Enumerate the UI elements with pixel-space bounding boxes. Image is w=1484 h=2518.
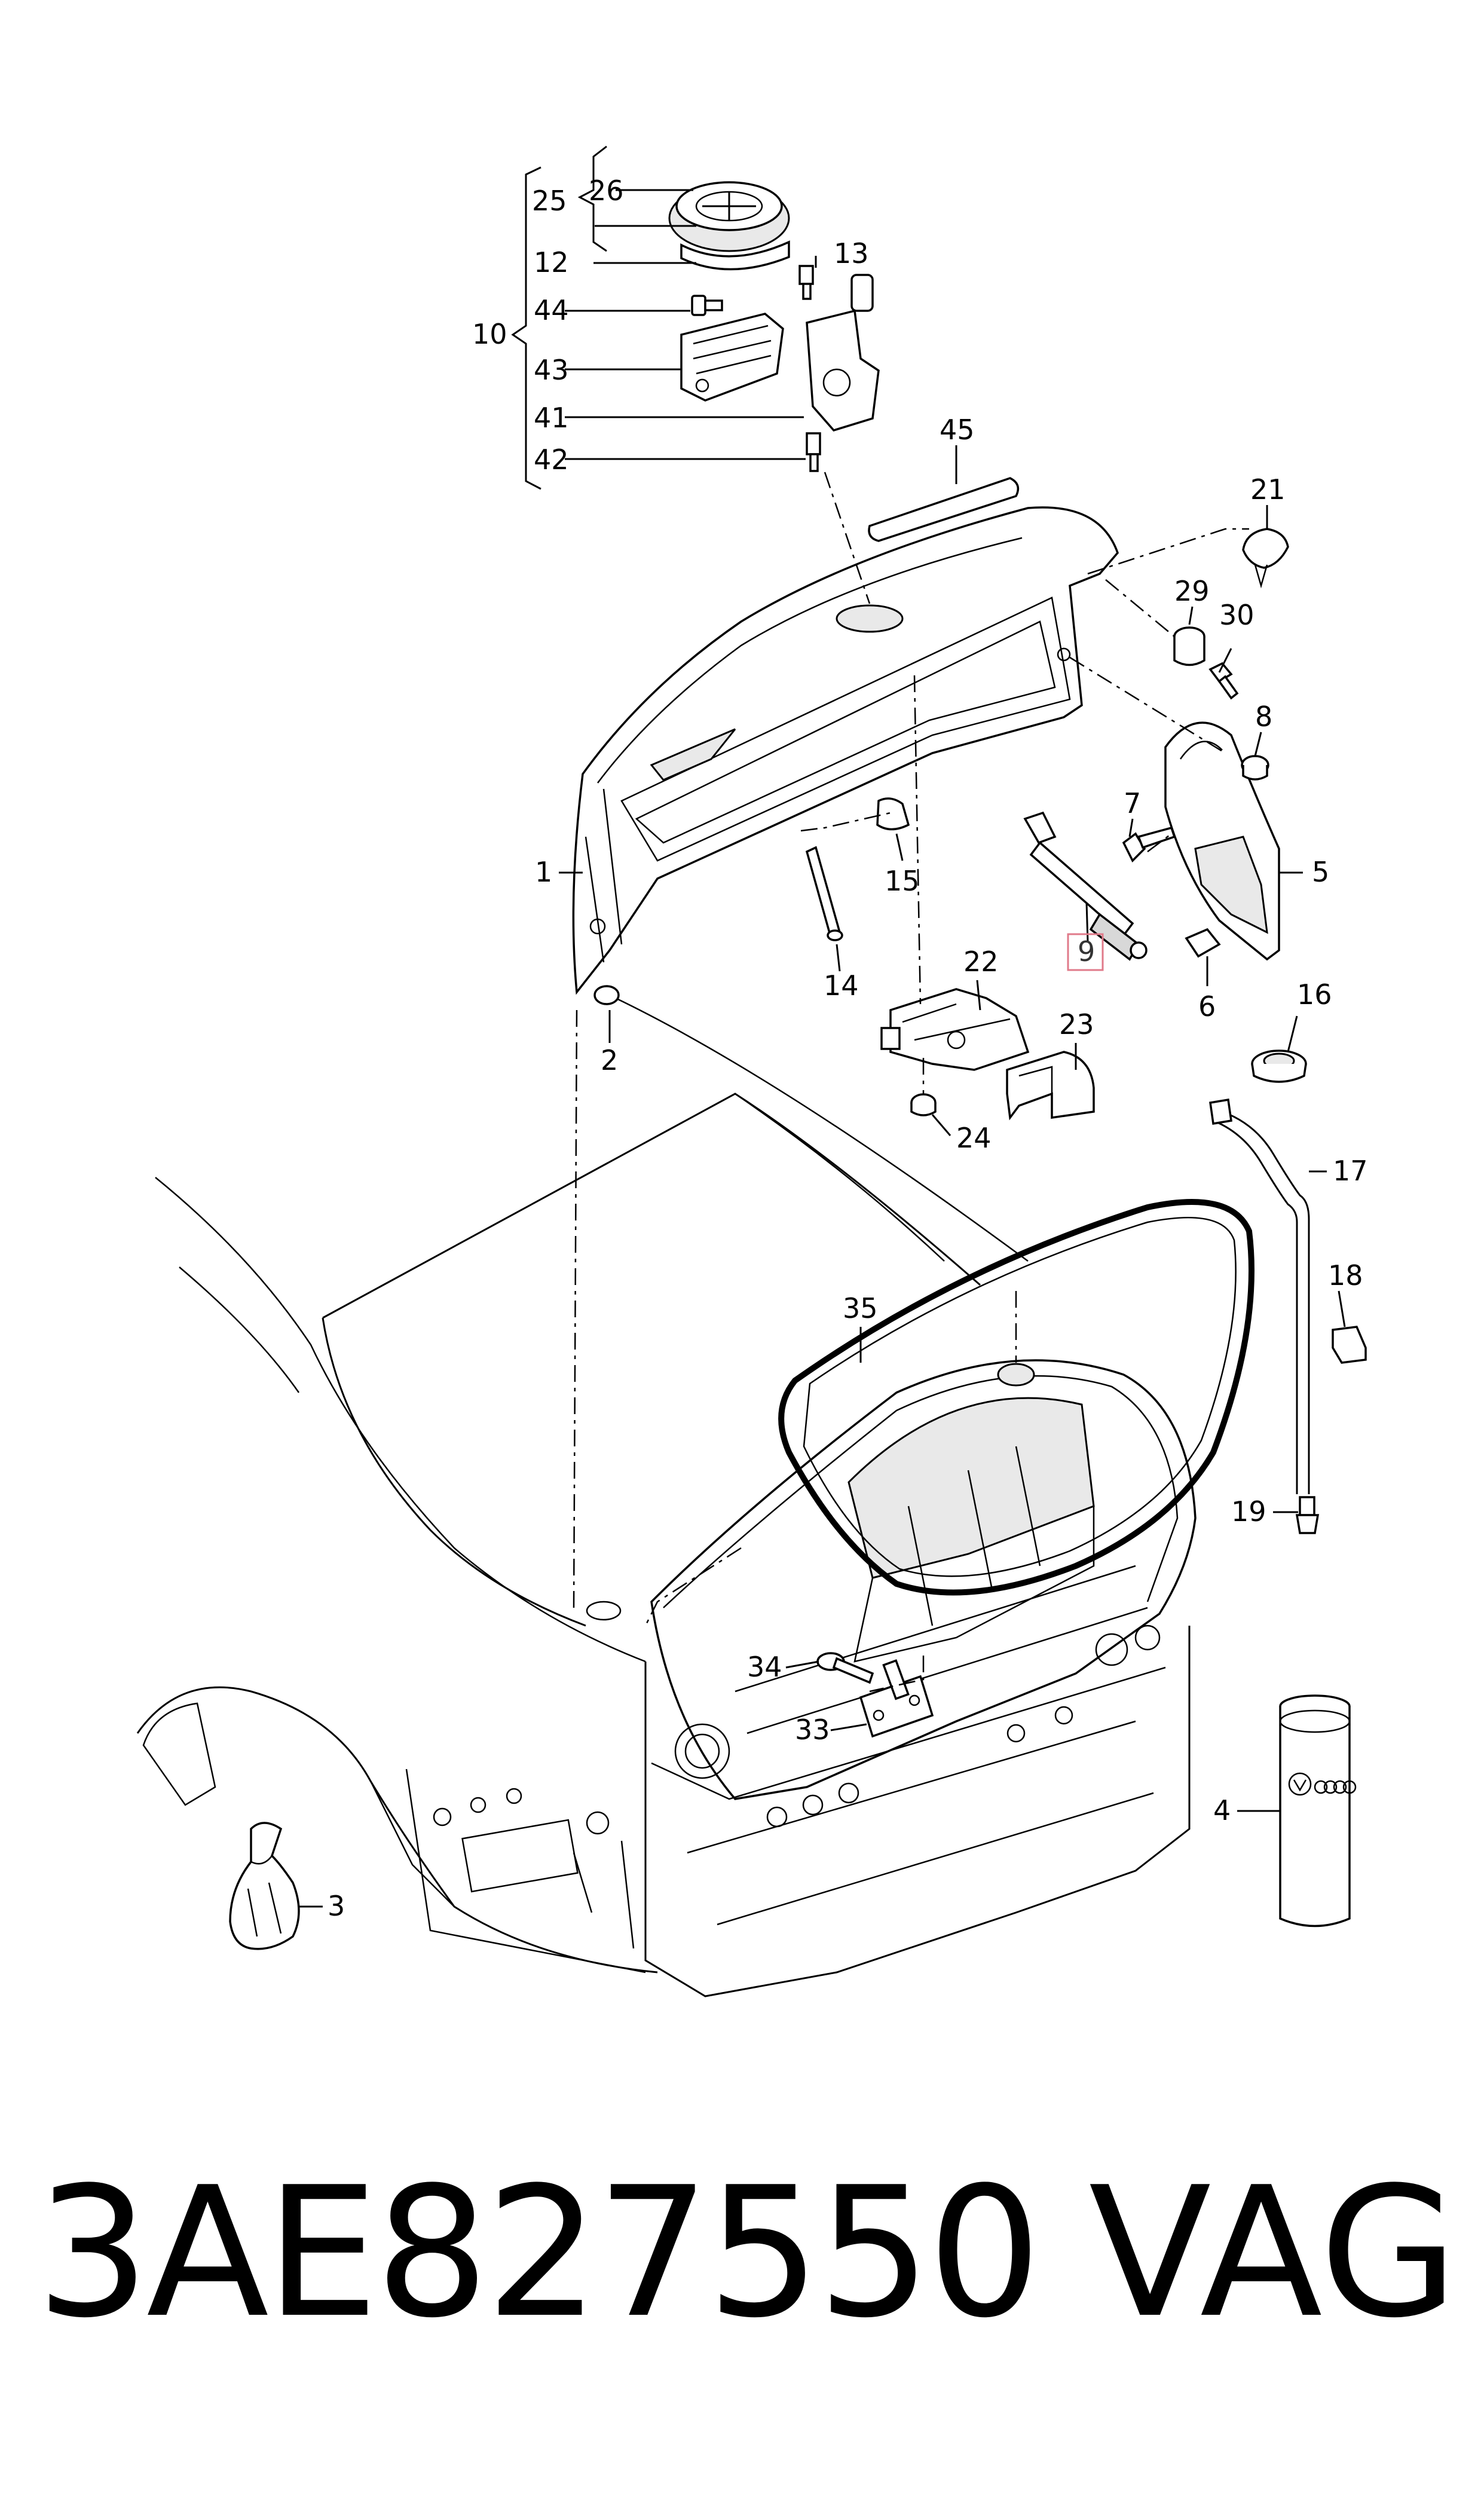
callout-33[interactable]: 33 bbox=[795, 1714, 830, 1746]
cap-21 bbox=[1242, 528, 1289, 589]
callout-14[interactable]: 14 bbox=[824, 969, 859, 1002]
part-number-text: 3AE827550 bbox=[36, 2149, 1042, 2357]
brand-text: VAG bbox=[1088, 2149, 1458, 2357]
car-body-shell bbox=[136, 997, 1197, 1997]
callout-26[interactable]: 26 bbox=[589, 175, 624, 207]
callout-10[interactable]: 10 bbox=[472, 318, 507, 350]
callout-43[interactable]: 43 bbox=[534, 354, 569, 386]
callout-9-highlight bbox=[1067, 933, 1104, 971]
plug-19 bbox=[1295, 1496, 1320, 1534]
callout-22[interactable]: 22 bbox=[963, 946, 999, 978]
callout-41[interactable]: 41 bbox=[534, 402, 569, 434]
callout-8[interactable]: 8 bbox=[1255, 700, 1272, 733]
spray-can-4 bbox=[1279, 1694, 1357, 1927]
callout-44[interactable]: 44 bbox=[534, 294, 569, 326]
callout-16[interactable]: 16 bbox=[1297, 978, 1332, 1011]
callout-13[interactable]: 13 bbox=[834, 237, 869, 270]
callout-29[interactable]: 29 bbox=[1174, 575, 1210, 607]
callout-9[interactable]: 9 bbox=[1078, 935, 1095, 968]
nut-8 bbox=[1241, 755, 1269, 781]
lock-actuator-43 bbox=[680, 313, 784, 402]
callout-30[interactable]: 30 bbox=[1219, 599, 1254, 631]
bushing-29 bbox=[1173, 626, 1205, 666]
bolt-7 bbox=[1122, 826, 1176, 862]
cover-23 bbox=[1006, 1051, 1095, 1121]
callout-18[interactable]: 18 bbox=[1328, 1259, 1363, 1292]
lock-cylinder-41 bbox=[806, 274, 880, 432]
latch-22 bbox=[880, 988, 1030, 1071]
emblem-handle-assembly bbox=[668, 181, 790, 271]
buffer-15 bbox=[876, 797, 910, 831]
pin-14 bbox=[805, 846, 843, 941]
callout-17[interactable]: 17 bbox=[1333, 1155, 1368, 1187]
callout-labels: 26 25 12 13 44 10 43 41 42 45 21 29 30 8… bbox=[328, 175, 1368, 1922]
trunk-lid-1 bbox=[572, 506, 1119, 995]
grommet-2 bbox=[593, 985, 620, 1005]
spoiler-45 bbox=[868, 477, 1020, 542]
callout-25[interactable]: 25 bbox=[532, 185, 567, 217]
screw-44 bbox=[691, 295, 723, 316]
weatherstrip-seal-35 bbox=[778, 1199, 1254, 1596]
stopper-6 bbox=[1185, 928, 1221, 958]
callout-1[interactable]: 1 bbox=[535, 856, 552, 888]
grommet-16 bbox=[1251, 1050, 1307, 1083]
callout-12[interactable]: 12 bbox=[534, 246, 569, 279]
callout-4[interactable]: 4 bbox=[1213, 1794, 1231, 1826]
part-caption: 3AE827550 VAG bbox=[36, 2128, 1458, 2379]
callout-45[interactable]: 45 bbox=[940, 414, 975, 446]
callout-7[interactable]: 7 bbox=[1124, 787, 1141, 819]
group-brackets bbox=[511, 145, 607, 490]
screw-30 bbox=[1208, 662, 1239, 700]
callout-19[interactable]: 19 bbox=[1231, 1495, 1266, 1528]
callout-2[interactable]: 2 bbox=[601, 1044, 618, 1076]
callout-42[interactable]: 42 bbox=[534, 443, 569, 476]
screw-13 bbox=[798, 265, 814, 300]
clip-18 bbox=[1332, 1326, 1367, 1364]
callout-3[interactable]: 3 bbox=[328, 1890, 345, 1922]
callout-15[interactable]: 15 bbox=[885, 865, 920, 897]
bolt-34 bbox=[816, 1652, 874, 1684]
bag-3 bbox=[229, 1822, 300, 1950]
nut-24 bbox=[910, 1093, 937, 1116]
striker-33 bbox=[859, 1659, 934, 1738]
callout-34[interactable]: 34 bbox=[747, 1651, 782, 1683]
leader-lines bbox=[299, 189, 1346, 1908]
callout-35[interactable]: 35 bbox=[843, 1292, 878, 1324]
callout-6[interactable]: 6 bbox=[1198, 990, 1216, 1023]
callout-21[interactable]: 21 bbox=[1250, 473, 1286, 506]
hinge-5 bbox=[1164, 721, 1280, 961]
callout-24[interactable]: 24 bbox=[956, 1122, 992, 1154]
callout-23[interactable]: 23 bbox=[1059, 1008, 1094, 1041]
drain-hose-17 bbox=[1209, 1098, 1310, 1494]
callout-5[interactable]: 5 bbox=[1312, 856, 1329, 888]
gas-strut-9 bbox=[1023, 811, 1148, 961]
screw-42 bbox=[806, 432, 821, 472]
